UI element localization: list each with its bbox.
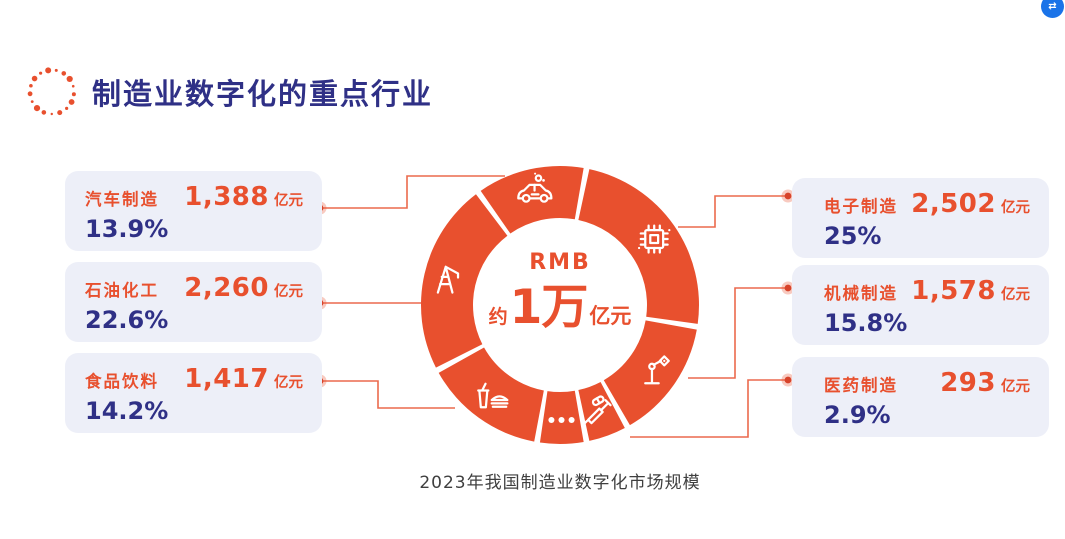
dotted-circle-dot <box>29 83 33 88</box>
dotted-circle-dot <box>50 112 53 116</box>
card-petrochemical: 石油化工 2,260 亿元 22.6% <box>65 262 322 342</box>
header: 制造业数字化的重点行业 <box>24 64 433 120</box>
dotted-circle-dot <box>57 110 63 116</box>
card-percent: 22.6% <box>85 306 169 334</box>
donut-segment <box>480 165 584 234</box>
card-machinery-manufacturing: 机械制造 1,578 亿元 15.8% <box>792 265 1049 345</box>
card-value: 2,260 <box>184 273 269 303</box>
page-title: 制造业数字化的重点行业 <box>92 77 434 111</box>
card-unit: 亿元 <box>274 375 303 391</box>
donut-segment <box>421 194 508 368</box>
card-unit: 亿元 <box>274 284 303 300</box>
card-value: 1,578 <box>911 276 996 306</box>
card-label: 汽车制造 <box>85 190 159 209</box>
robot-arm-icon <box>644 355 670 385</box>
dotted-circle-icon <box>27 67 76 116</box>
dotted-circle-dot <box>68 99 75 105</box>
dotted-circle-dot <box>65 106 69 111</box>
dotted-circle-dot <box>54 68 58 72</box>
card-label: 电子制造 <box>824 197 898 216</box>
donut-chart <box>421 165 699 445</box>
card-unit: 亿元 <box>1001 287 1030 303</box>
card-percent: 25% <box>824 222 882 250</box>
dotted-circle-dot <box>61 71 67 76</box>
dotted-circle-dot <box>41 110 47 115</box>
car-icon <box>517 172 553 203</box>
dotted-circle-dot <box>39 71 43 75</box>
card-label: 医药制造 <box>824 376 898 395</box>
donut-segment <box>603 320 697 426</box>
card-percent: 2.9% <box>824 401 891 429</box>
card-pharma-manufacturing: 医药制造 293 亿元 2.9% <box>792 357 1049 437</box>
card-unit: 亿元 <box>274 193 303 209</box>
dotted-circle-dot <box>45 67 52 74</box>
donut-segment <box>578 169 699 324</box>
dotted-circle-dot <box>31 75 38 82</box>
syringe-icon <box>583 395 612 425</box>
dotted-circle-dot <box>71 84 75 88</box>
dotted-circle-dot <box>71 92 76 97</box>
food-drink-icon <box>477 382 509 409</box>
dotted-circle-dot <box>27 91 33 97</box>
dotted-circle-dot <box>30 100 34 104</box>
ellipsis-icon <box>548 416 575 424</box>
donut-segment <box>438 347 544 442</box>
card-value: 2,502 <box>911 189 996 219</box>
blue-circle-badge-icon[interactable]: ⇄ <box>1041 0 1064 18</box>
card-value: 1,388 <box>184 182 269 212</box>
card-label: 机械制造 <box>824 284 898 303</box>
card-percent: 15.8% <box>824 309 908 337</box>
dotted-circle-dot <box>66 75 73 83</box>
card-electronics-manufacturing: 电子制造 2,502 亿元 25% <box>792 178 1049 258</box>
card-percent: 13.9% <box>85 215 169 243</box>
badge-glyph: ⇄ <box>1048 0 1057 12</box>
oil-derrick-icon <box>436 265 460 294</box>
dotted-circle-dot <box>33 105 41 112</box>
chip-icon <box>637 224 671 254</box>
card-value: 293 <box>940 368 996 398</box>
card-food-beverage: 食品饮料 1,417 亿元 14.2% <box>65 353 322 433</box>
card-value: 1,417 <box>184 364 269 394</box>
card-percent: 14.2% <box>85 397 169 425</box>
card-auto-manufacturing: 汽车制造 1,388 亿元 13.9% <box>65 171 322 251</box>
card-label: 食品饮料 <box>85 372 159 391</box>
card-unit: 亿元 <box>1001 379 1030 395</box>
card-unit: 亿元 <box>1001 200 1030 216</box>
card-label: 石油化工 <box>85 281 159 300</box>
chart-caption: 2023年我国制造业数字化市场规模 <box>419 473 701 493</box>
